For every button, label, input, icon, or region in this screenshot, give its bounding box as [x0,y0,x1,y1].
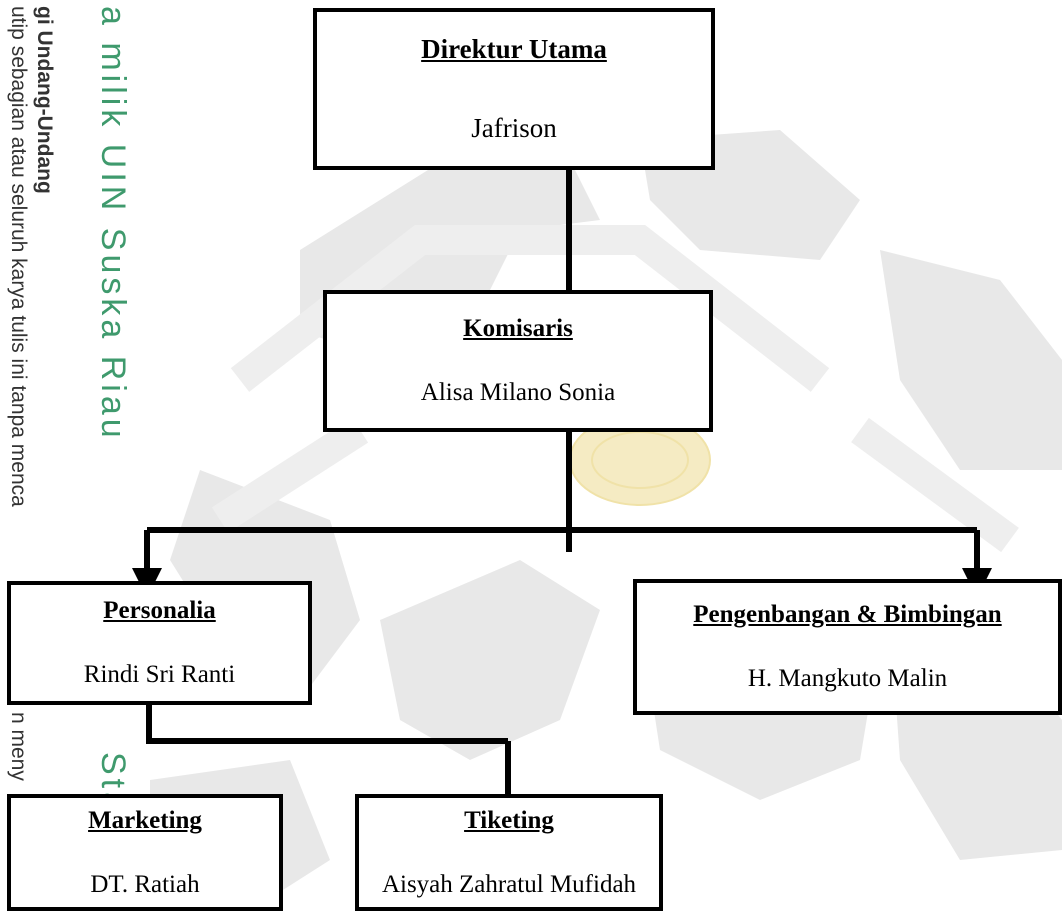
komisaris-role: Komisaris [463,315,573,342]
tiketing-name: Aisyah Zahratul Mufidah [381,870,637,898]
tiketing-role: Tiketing [464,806,554,834]
marketing-box: Marketing DT. Ratiah [7,794,283,911]
direktur-utama-role: Direktur Utama [421,34,607,64]
tiketing-box: Tiketing Aisyah Zahratul Mufidah [355,794,663,911]
komisaris-name: Alisa Milano Sonia [420,379,616,406]
personalia-name: Rindi Sri Ranti [83,661,236,688]
pengembangan-role: Pengenbangan & Bimbingan [693,601,1002,628]
personalia-role: Personalia [103,597,216,624]
pengembangan-name: H. Mangkuto Malin [747,665,948,692]
direktur-utama-name: Jafrison [471,113,557,143]
marketing-name: DT. Ratiah [90,870,200,898]
direktur-utama-box: Direktur Utama Jafrison [313,8,715,170]
personalia-box: Personalia Rindi Sri Ranti [7,581,312,705]
marketing-role: Marketing [88,806,202,834]
pengembangan-box: Pengenbangan & Bimbingan H. Mangkuto Mal… [633,579,1062,715]
komisaris-box: Komisaris Alisa Milano Sonia [323,290,713,432]
